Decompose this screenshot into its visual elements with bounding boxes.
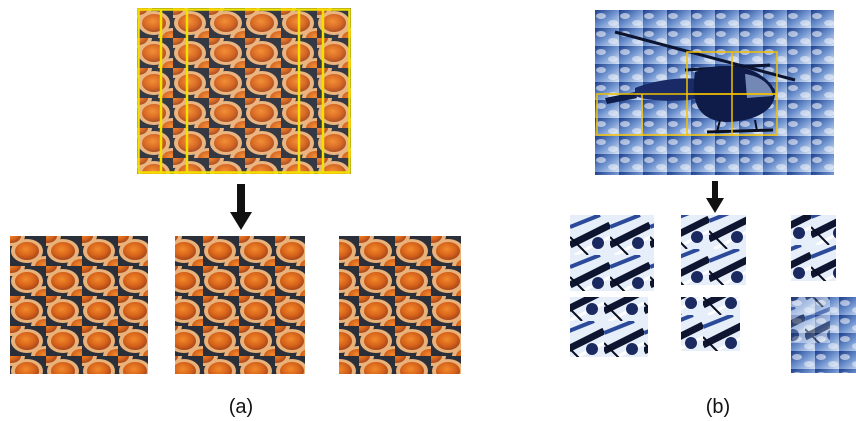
helicopter-source-image [595,10,834,175]
caption-b: (b) [705,396,731,418]
tart-crop-2 [175,236,313,374]
tart-crop-1 [10,236,148,374]
caption-a: (a) [228,396,254,418]
crop-grid-overlay [137,8,351,174]
down-arrow-icon [230,184,252,230]
heli-crop-3 [791,215,856,291]
tart-source-image [137,8,351,174]
heli-crop-6 [791,297,856,373]
heli-crop-4 [570,297,654,373]
crop-grid-overlay [596,51,778,136]
down-arrow-icon [706,181,724,213]
heli-crop-2 [681,215,758,291]
tart-crop-3 [339,236,477,374]
heli-crop-5 [681,297,758,373]
heli-crop-1 [570,215,654,291]
